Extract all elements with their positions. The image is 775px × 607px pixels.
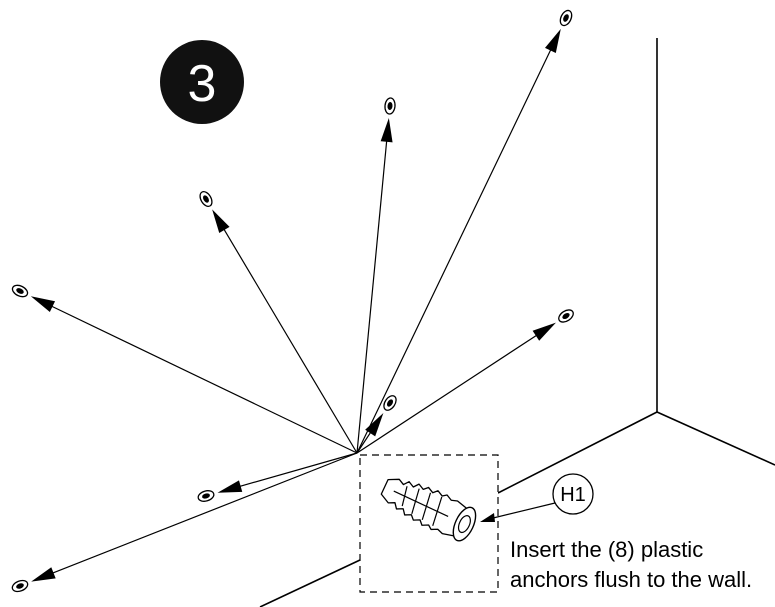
drill-hole-icon-3 xyxy=(199,191,213,207)
drill-hole-icon-5 xyxy=(558,309,574,323)
arrowhead-7 xyxy=(217,480,243,493)
callout-h1: H1 xyxy=(552,473,594,515)
floor-line-left-upper xyxy=(497,411,658,494)
arrow-line-2 xyxy=(356,135,388,454)
arrowhead-4 xyxy=(30,296,56,313)
arrow-line-5 xyxy=(356,331,542,454)
drill-hole-arrows xyxy=(30,28,561,582)
arrowhead-6 xyxy=(365,413,384,437)
arrow-line-3 xyxy=(220,224,358,454)
drill-hole-icon-6 xyxy=(383,395,397,411)
callout-circle xyxy=(552,473,594,515)
drill-hole-icon-7 xyxy=(197,490,215,502)
arrow-line-4 xyxy=(46,303,358,454)
arrowhead-8 xyxy=(31,567,56,582)
drill-hole-icon-1 xyxy=(559,9,573,27)
arrow-line-7 xyxy=(234,452,358,489)
plastic-anchor-icon xyxy=(380,478,477,542)
drill-hole-icon-2 xyxy=(384,97,396,115)
arrow-line-1 xyxy=(356,44,554,454)
arrowhead-1 xyxy=(545,28,561,54)
callout-leader xyxy=(484,502,556,521)
step-badge: 3 xyxy=(160,40,244,124)
step-number: 3 xyxy=(188,55,217,113)
arrowhead-5 xyxy=(532,322,556,341)
drill-hole-icon-8 xyxy=(11,579,29,593)
drill-holes xyxy=(11,9,574,593)
anchor-detail xyxy=(359,454,556,593)
wall-corner-lines xyxy=(259,38,775,607)
instruction-line-2: anchors flush to the wall. xyxy=(510,567,752,592)
arrowhead-3 xyxy=(212,209,230,234)
arrowhead-2 xyxy=(380,117,393,143)
floor-line-left-lower xyxy=(259,559,361,607)
arrow-line-8 xyxy=(47,452,358,576)
floor-line-right xyxy=(656,411,775,466)
drill-hole-icon-4 xyxy=(11,284,29,298)
callout-label: H1 xyxy=(560,484,586,506)
step-circle xyxy=(160,40,244,124)
callout-leader-arrowhead xyxy=(480,513,495,522)
instruction-line-1: Insert the (8) plastic xyxy=(510,537,703,562)
